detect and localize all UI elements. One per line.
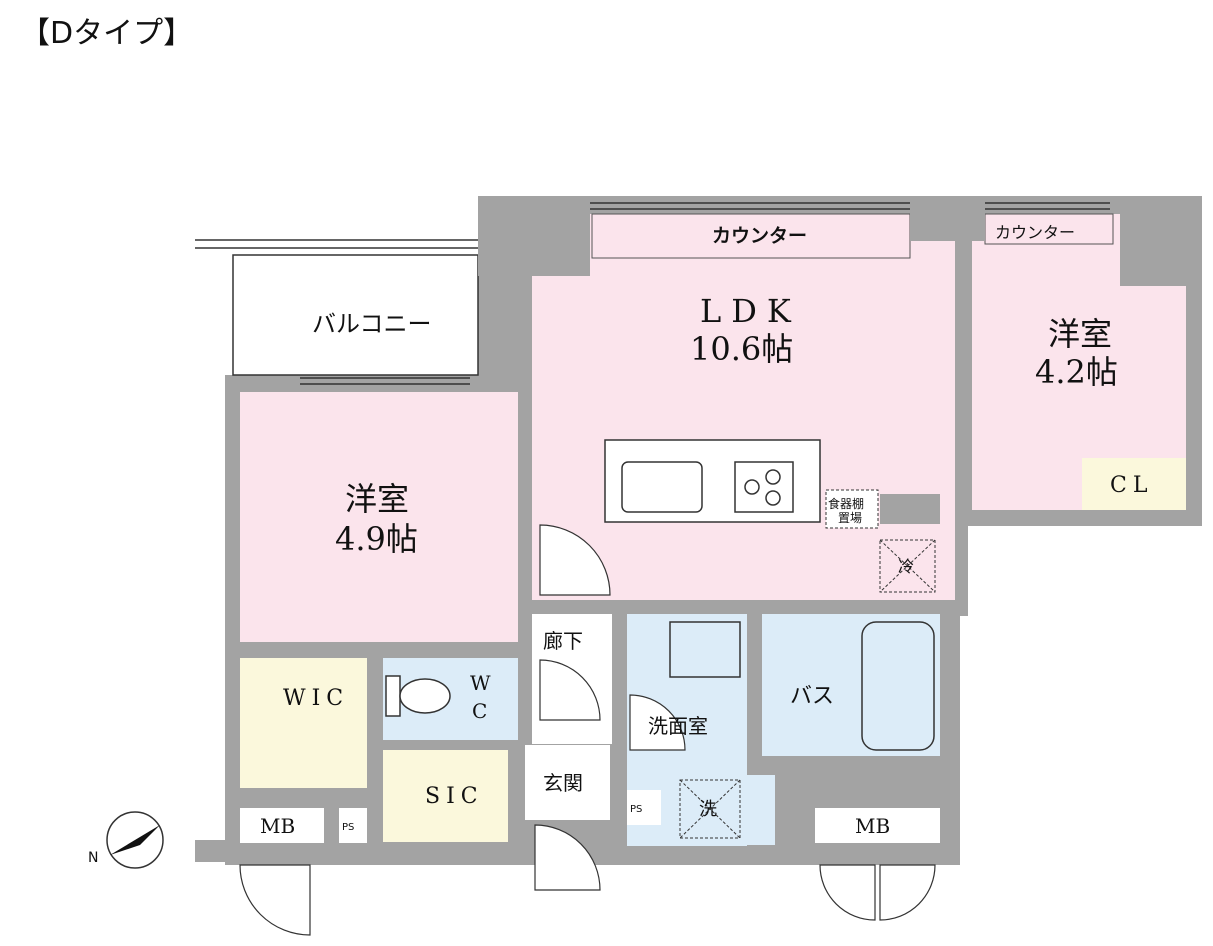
washer-space — [679, 779, 741, 839]
ldk-label: LDK — [700, 292, 801, 330]
dish-shelf — [825, 489, 879, 529]
fridge-space — [879, 539, 936, 593]
wc-top-label: W — [470, 671, 491, 695]
counter-side-label: カウンター — [995, 223, 1075, 242]
mb-right-label: MB — [855, 814, 890, 838]
shelf-label-top: 食器棚 — [828, 496, 864, 511]
washer-area — [675, 775, 775, 845]
compass-icon — [106, 811, 164, 869]
ps-right-label: PS — [630, 804, 642, 815]
bathtub — [861, 621, 935, 751]
western-b-size: 4.9帖 — [335, 520, 418, 558]
washer-label: 洗 — [699, 799, 717, 820]
sic-label: SIC — [425, 784, 484, 809]
plan-title: 【Dタイプ】 — [20, 16, 194, 51]
hallway-label: 廊下 — [543, 629, 583, 653]
mb-left-label: MB — [260, 814, 295, 838]
balcony-area — [195, 239, 479, 376]
toilet — [385, 675, 451, 717]
wic-closet — [240, 658, 367, 788]
ps-right-box — [627, 790, 661, 825]
cl-label: CL — [1110, 473, 1153, 498]
entrance — [525, 745, 610, 820]
ldk-size: 10.6帖 — [690, 330, 793, 368]
counter-main — [591, 213, 911, 259]
bath-label: バス — [790, 684, 834, 709]
pillars — [478, 196, 1202, 286]
wash-basin — [669, 621, 741, 678]
western-room-b — [240, 392, 518, 642]
sic-closet — [383, 750, 508, 842]
entrance-label: 玄関 — [543, 771, 583, 795]
kitchen-counter — [604, 439, 821, 523]
western-b-label: 洋室 — [345, 480, 409, 518]
mb-left-box — [240, 808, 324, 843]
western-a-label: 洋室 — [1048, 315, 1112, 353]
ps-left-box — [339, 808, 367, 843]
doors — [239, 524, 936, 936]
north-label: N — [88, 850, 98, 866]
shelf-label-bottom: 置場 — [838, 511, 862, 525]
ps-left-label: PS — [342, 822, 354, 833]
washroom-label: 洗面室 — [648, 714, 708, 738]
wic-label: WIC — [283, 686, 349, 711]
windows — [300, 202, 1110, 385]
fridge-label: 冷 — [898, 557, 914, 576]
counter-main-label: カウンター — [712, 225, 807, 247]
balcony-label: バルコニー — [312, 310, 432, 338]
counter-side — [984, 213, 1114, 245]
ldk-notch — [880, 494, 940, 524]
western-a-size: 4.2帖 — [1035, 353, 1118, 391]
wc-bottom-label: C — [472, 699, 487, 723]
cl-closet — [1082, 458, 1186, 510]
mb-right-box — [815, 808, 940, 843]
